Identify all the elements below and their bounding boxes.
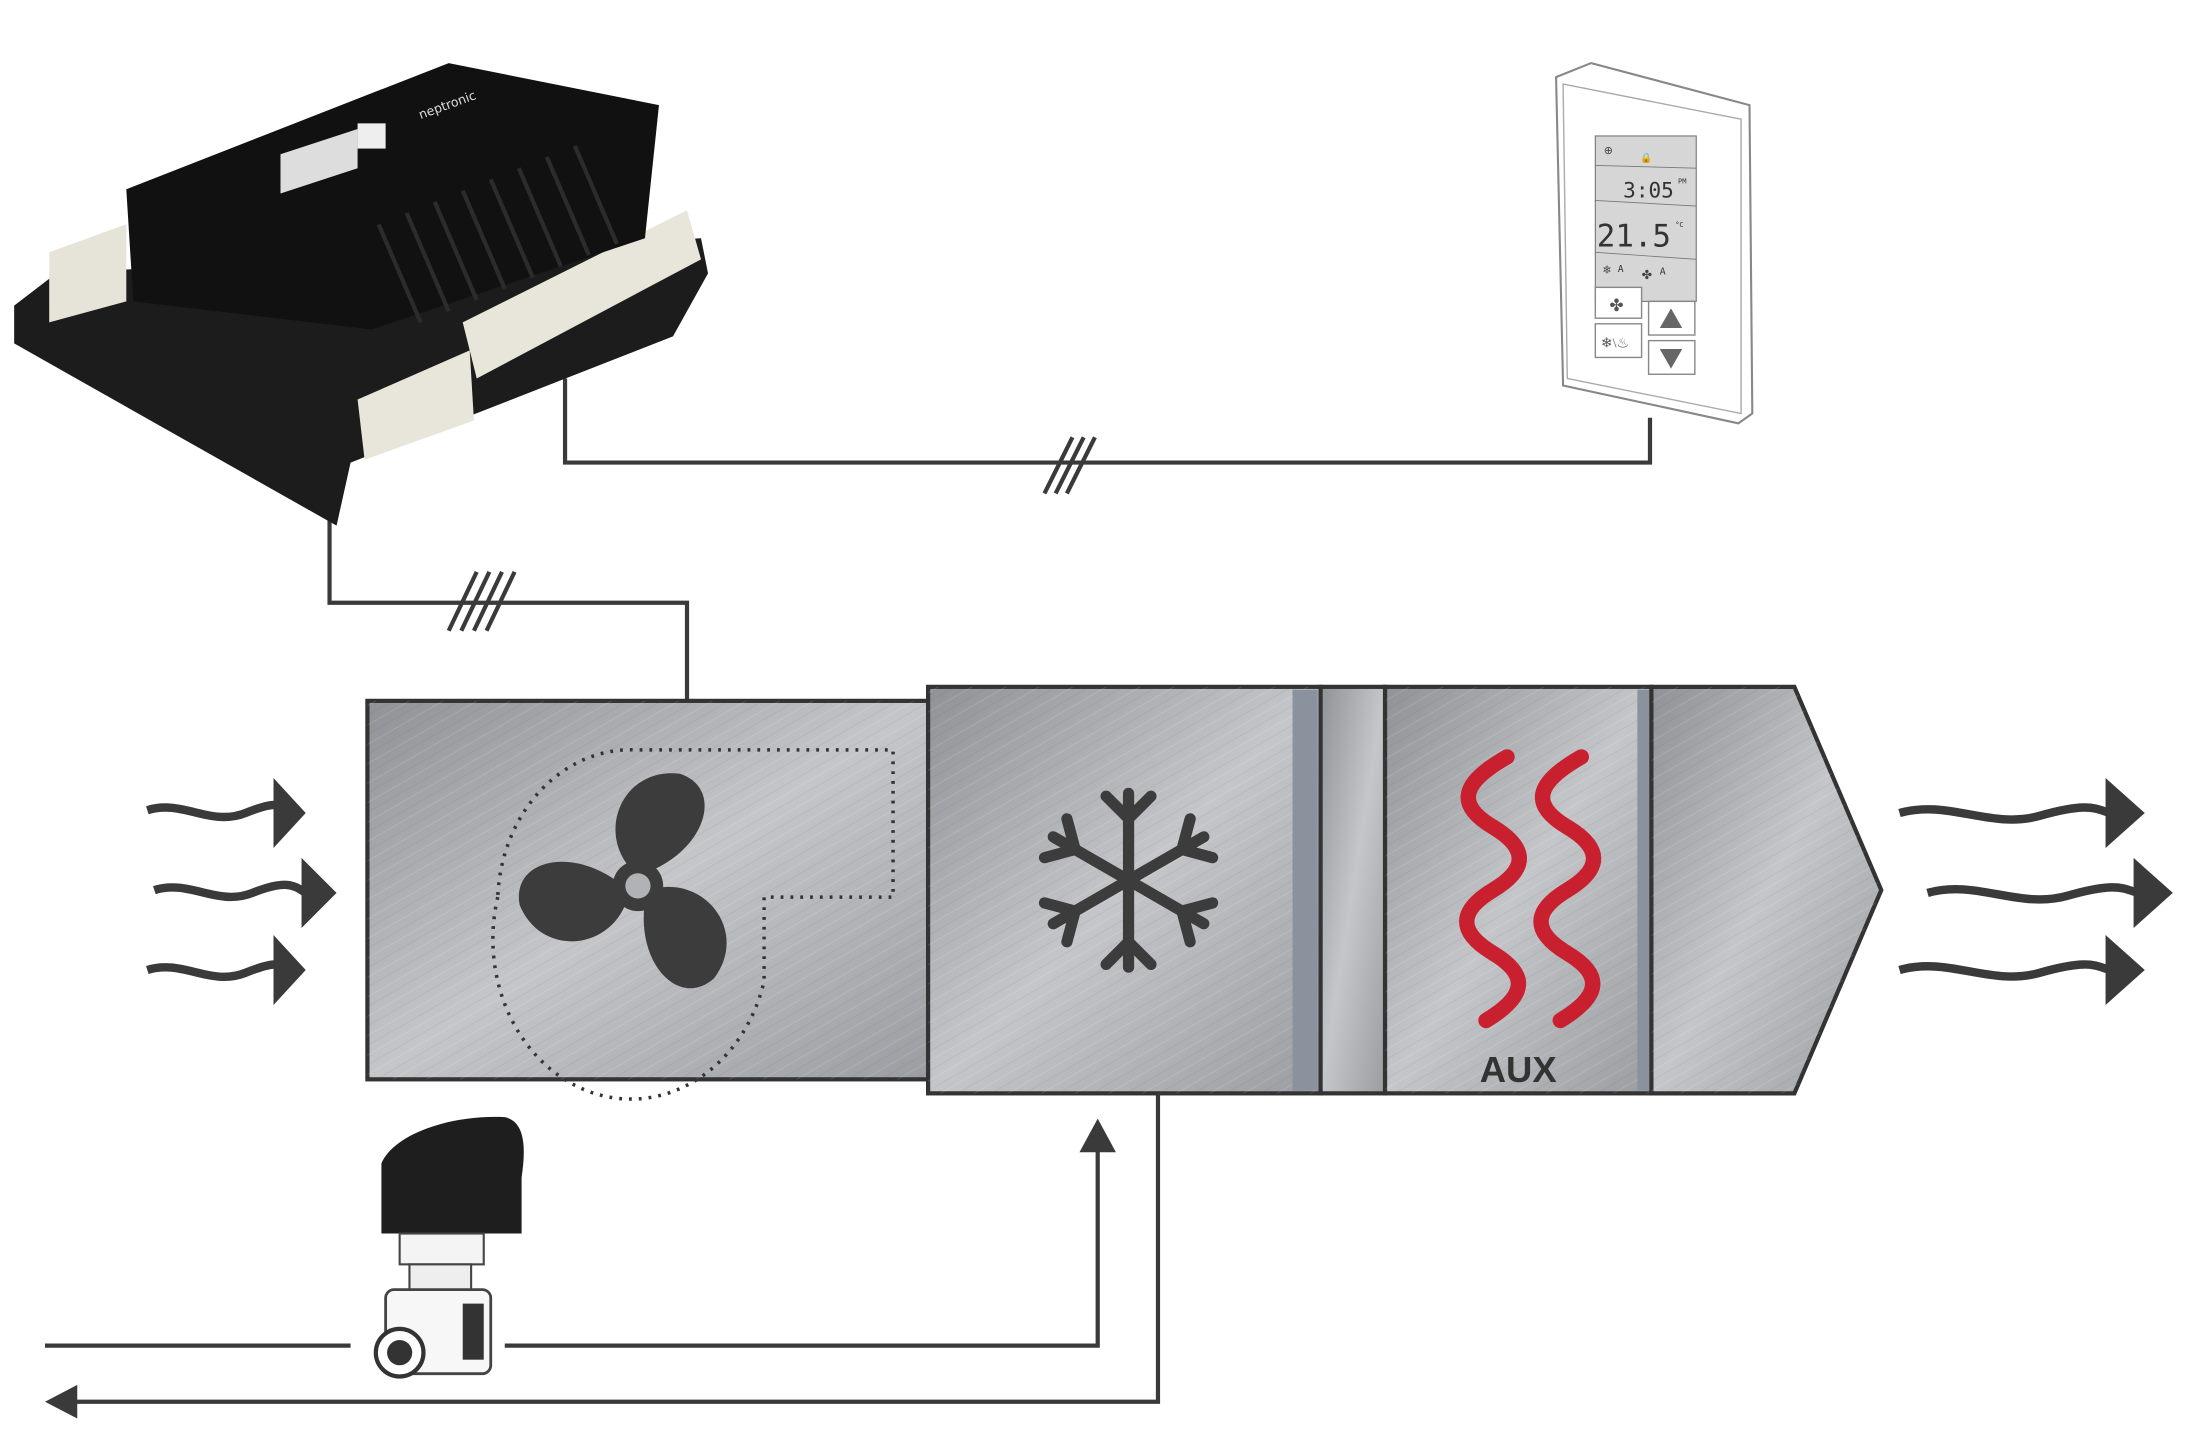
chilled-water-return-pipe	[45, 1093, 1161, 1419]
fan-mode-flag: A	[1660, 267, 1666, 278]
fan-button[interactable]	[1594, 286, 1643, 319]
controller-unit: neptronic	[14, 63, 709, 526]
thermostat: ⊕ 🔒 3:05 PM 21.5 °C ❄ A ✤ A ✤ ❄\♨	[1555, 61, 1754, 425]
aux-label: AUX	[1480, 1049, 1557, 1090]
arrow-up-icon	[1659, 308, 1683, 329]
fan-housing-outline	[491, 747, 895, 1101]
control-valve	[373, 1116, 524, 1379]
snowflake-icon: ❄	[1602, 264, 1611, 276]
time-mode-icon: ⊕	[1604, 145, 1613, 157]
mode-button[interactable]	[1594, 323, 1643, 359]
heater-coil-icon	[1459, 749, 1602, 1029]
controller-to-fan-cable	[327, 515, 690, 701]
thermostat-temperature-unit: °C	[1675, 221, 1683, 229]
cool-mode-flag: A	[1618, 264, 1624, 275]
fan-button-icon: ✤	[1609, 296, 1623, 315]
thermostat-cable	[562, 378, 1653, 495]
air-inlet-arrows	[146, 777, 337, 1006]
thermostat-time-suffix: PM	[1678, 178, 1686, 186]
cool-heat-icon: ❄\♨	[1601, 337, 1629, 352]
air-outlet-arrows	[1898, 777, 2173, 1006]
chilled-water-supply-pipe	[45, 1118, 1116, 1348]
filter-section	[1318, 684, 1388, 1096]
arrow-down-icon	[1659, 349, 1683, 369]
fan-icon: ✤	[1642, 268, 1653, 282]
snowflake-icon	[1042, 787, 1215, 967]
thermostat-display	[1594, 135, 1697, 302]
lock-icon: 🔒	[1640, 152, 1652, 164]
thermostat-temperature: 21.5	[1597, 219, 1671, 255]
thermostat-time: 3:05	[1623, 178, 1674, 203]
fan-icon	[518, 773, 727, 989]
